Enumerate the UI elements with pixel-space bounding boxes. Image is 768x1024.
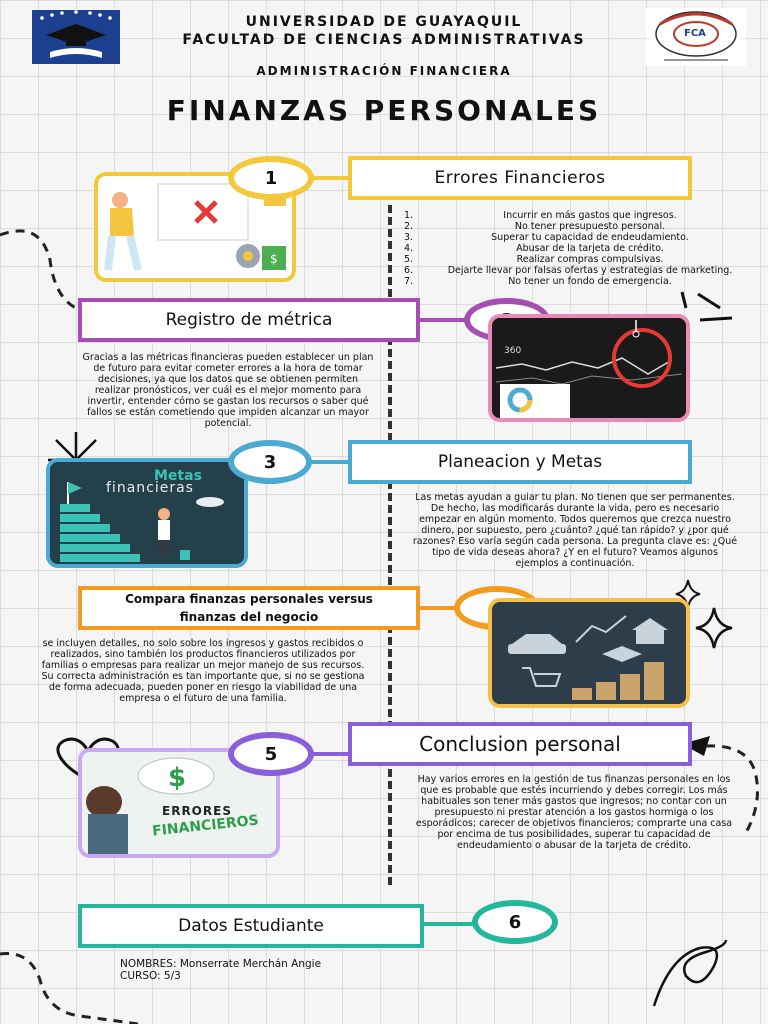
- list-item-number: 6.: [404, 265, 414, 276]
- student-course: CURSO: 5/3: [120, 970, 181, 982]
- section-3-image-title-2: financieras: [106, 480, 194, 496]
- section-3-connector: [302, 460, 354, 464]
- section-3-image: Metas financieras: [46, 458, 248, 568]
- subject-name: ADMINISTRACIÓN FINANCIERA: [256, 64, 512, 78]
- section-2-image: 360: [488, 314, 690, 422]
- section-2-connector: [418, 318, 468, 322]
- arrow-left-dashed-icon: [682, 736, 759, 836]
- list-item-text: No tener un fondo de emergencia.: [508, 276, 672, 287]
- list-item-text: Incurrir en más gastos que ingresos.: [503, 210, 677, 221]
- section-6-label: Datos Estudiante: [78, 904, 424, 948]
- section-1-list: 1.Incurrir en más gastos que ingresos.2.…: [404, 210, 748, 287]
- section-6-connector: [422, 922, 478, 926]
- section-4-body: se incluyen detalles, no solo sobre los …: [41, 638, 365, 704]
- list-item-text: Realizar compras compulsivas.: [516, 254, 664, 265]
- list-item-text: Superar tu capacidad de endeudamiento.: [491, 232, 689, 243]
- svg-text:$: $: [168, 763, 186, 793]
- list-item-number: 4.: [404, 243, 414, 254]
- section-1-number: 1: [228, 156, 314, 200]
- section-1-label: Errores Financieros: [348, 156, 692, 200]
- list-item-number: 3.: [404, 232, 414, 243]
- section-3-label: Planeacion y Metas: [348, 440, 692, 484]
- list-item-number: 2.: [404, 221, 414, 232]
- list-item-text: Dejarte llevar por falsas ofertas y estr…: [447, 265, 733, 276]
- section-1-connector: [300, 176, 360, 180]
- student-names: NOMBRES: Monserrate Merchán Angie: [120, 958, 322, 970]
- svg-text:$: $: [270, 252, 278, 266]
- dashed-swirl-decoration: [0, 952, 139, 1024]
- list-item: 4. Abusar de la tarjeta de crédito.: [404, 243, 748, 254]
- section-2-image-caption: 360: [504, 346, 522, 356]
- list-item: 5. Realizar compras compulsivas.: [404, 254, 748, 265]
- list-item-number: 1.: [404, 210, 414, 221]
- list-item-text: Abusar de la tarjeta de crédito.: [516, 243, 664, 254]
- list-item-number: 5.: [404, 254, 414, 265]
- university-logo: [30, 8, 122, 66]
- timeline-spine: [388, 205, 392, 885]
- section-5-body: Hay varios errores en la gestión de tus …: [415, 774, 733, 851]
- section-3-body: Las metas ayudan a guiar tu plan. No tie…: [412, 492, 738, 569]
- list-item: 3. Superar tu capacidad de endeudamiento.: [404, 232, 748, 243]
- list-item: 1. Incurrir en más gastos que ingresos.: [404, 210, 748, 221]
- section-5-image-text-1: ERRORES: [162, 804, 232, 818]
- section-4-image: [488, 598, 690, 708]
- list-item-text: No tener presupuesto personal.: [514, 221, 666, 232]
- scribble-icon: [652, 939, 728, 1007]
- university-name: UNIVERSIDAD DE GUAYAQUIL: [245, 14, 523, 30]
- page-title: FINANZAS PERSONALES: [166, 94, 602, 127]
- list-item-number: 7.: [404, 276, 414, 287]
- section-3-image-title-1: Metas: [154, 468, 202, 484]
- list-item: 6. Dejarte llevar por falsas ofertas y es…: [404, 265, 748, 276]
- section-2-label: Registro de métrica: [78, 298, 420, 342]
- section-2-body: Gracias a las métricas financieras puede…: [82, 352, 374, 429]
- list-item: 2. No tener presupuesto personal.: [404, 221, 748, 232]
- section-3-number: 3: [228, 440, 312, 484]
- section-4-connector: [418, 606, 462, 610]
- dashed-curve-decoration: [0, 229, 80, 312]
- section-5-connector: [300, 752, 356, 756]
- section-5-label: Conclusion personal: [348, 722, 692, 766]
- graduation-cap-icon: [32, 10, 120, 64]
- faculty-logo: FCA: [646, 8, 746, 66]
- sparkle-lines-icon: [680, 291, 733, 322]
- faculty-name: FACULTAD DE CIENCIAS ADMINISTRATIVAS: [182, 32, 586, 48]
- section-4-label: Compara finanzas personales versus finan…: [78, 586, 420, 630]
- list-item: 7. No tener un fondo de emergencia.: [404, 276, 748, 287]
- faculty-logo-text: FCA: [684, 28, 706, 39]
- section-5-number: 5: [228, 732, 314, 776]
- section-6-number: 6: [472, 900, 558, 944]
